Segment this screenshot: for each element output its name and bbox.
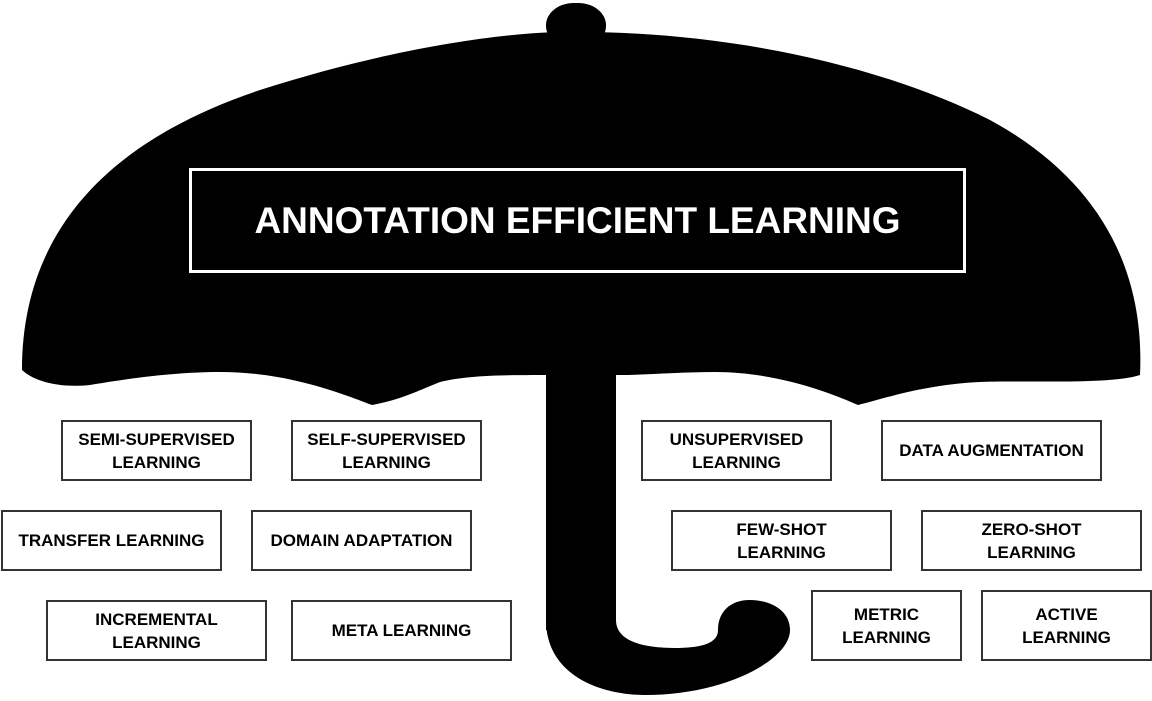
method-box-metric: METRIC LEARNING <box>811 590 962 661</box>
umbrella-handle <box>546 600 790 695</box>
method-box-meta: META LEARNING <box>291 600 512 661</box>
method-label: SELF-SUPERVISED LEARNING <box>307 429 466 472</box>
method-label: ZERO-SHOT LEARNING <box>981 519 1082 562</box>
method-label: META LEARNING <box>331 621 472 640</box>
method-box-few-shot: FEW-SHOT LEARNING <box>671 510 892 571</box>
title-box: ANNOTATION EFFICIENT LEARNING <box>189 168 966 273</box>
method-label: METRIC LEARNING <box>842 604 931 647</box>
method-box-semi-supervised: SEMI-SUPERVISED LEARNING <box>61 420 252 481</box>
method-box-active: ACTIVE LEARNING <box>981 590 1152 661</box>
method-label: DATA AUGMENTATION <box>899 441 1084 460</box>
method-box-incremental: INCREMENTAL LEARNING <box>46 600 267 661</box>
method-label: TRANSFER LEARNING <box>18 531 205 550</box>
method-label: SEMI-SUPERVISED LEARNING <box>78 429 235 472</box>
method-box-zero-shot: ZERO-SHOT LEARNING <box>921 510 1142 571</box>
method-box-data-augmentation: DATA AUGMENTATION <box>881 420 1102 481</box>
method-box-unsupervised: UNSUPERVISED LEARNING <box>641 420 832 481</box>
umbrella-shaft <box>546 360 616 630</box>
method-box-transfer: TRANSFER LEARNING <box>1 510 222 571</box>
method-label: DOMAIN ADAPTATION <box>270 531 453 550</box>
method-label: ACTIVE LEARNING <box>1022 604 1111 647</box>
method-label: INCREMENTAL LEARNING <box>95 609 218 652</box>
method-box-self-supervised: SELF-SUPERVISED LEARNING <box>291 420 482 481</box>
method-label: FEW-SHOT LEARNING <box>736 519 827 562</box>
method-box-domain-adaptation: DOMAIN ADAPTATION <box>251 510 472 571</box>
diagram-title: ANNOTATION EFFICIENT LEARNING <box>254 199 901 241</box>
method-label: UNSUPERVISED LEARNING <box>669 429 804 472</box>
